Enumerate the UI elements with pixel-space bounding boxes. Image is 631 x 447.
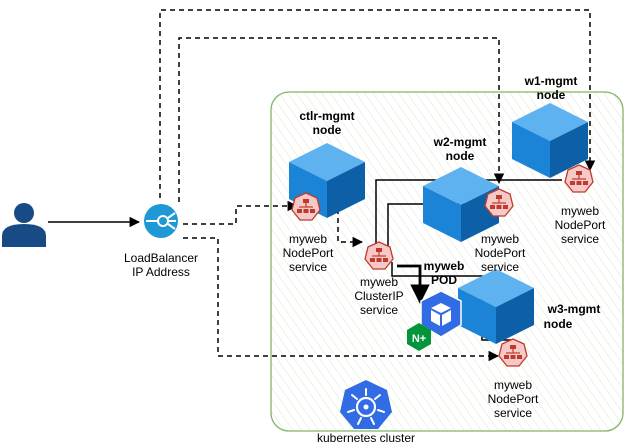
clusterip-service-icon [364, 241, 394, 270]
lb-to-w2-nodeport-line [178, 37, 505, 202]
w3-nodeport-label-line2: NodePort [488, 392, 539, 406]
w2-nodeport-label-line3: service [481, 260, 519, 274]
ctlr-nodeport-service-icon [291, 192, 321, 221]
w1-node-cube-icon [512, 103, 588, 178]
pod-label-line2: POD [431, 273, 457, 287]
lb-to-w3-nodeport-line [183, 237, 500, 362]
clusterip-to-pod-arrow [397, 264, 430, 304]
ctlr-nodeport-label-line3: service [289, 260, 327, 274]
ctlr-node-label-line2: node [313, 123, 342, 137]
kubernetes-helm-icon [340, 380, 392, 429]
connections [48, 9, 596, 362]
w1-nodeport-to-clusterip-line [375, 179, 562, 246]
w2-nodeport-label-line2: NodePort [475, 246, 526, 260]
ctlr-nodeport-label-line2: NodePort [283, 246, 334, 260]
clusterip-label-line2: ClusterIP [354, 289, 403, 303]
w3-nodeport-label-line1: myweb [494, 378, 532, 392]
pod-icon [420, 290, 462, 338]
pod-label-line1: myweb [424, 259, 465, 273]
w1-node-label-line2: node [537, 88, 566, 102]
w3-node-label-line2: node [544, 317, 573, 331]
nginx-badge-text: N+ [412, 333, 426, 345]
cluster-label: kubernetes cluster [317, 431, 415, 445]
w3-nodeport-label-line3: service [494, 406, 532, 420]
user-icon [2, 203, 46, 247]
w3-node-cube-icon [458, 269, 534, 344]
load-balancer-icon [144, 204, 178, 238]
w2-node-label-line2: node [446, 149, 475, 163]
w1-nodeport-label-line1: myweb [561, 204, 599, 218]
w3-nodeport-service-icon [498, 338, 528, 367]
w3-node-label-line1: w3-mgmt [547, 302, 601, 316]
nginx-icon: N+ [407, 323, 431, 351]
ctlr-node-label-line1: ctlr-mgmt [299, 109, 354, 123]
lb-to-w1-nodeport-line [159, 9, 596, 198]
w2-nodeport-label-line1: myweb [481, 232, 519, 246]
w1-nodeport-label-line3: service [561, 232, 599, 246]
clusterip-label-line1: myweb [360, 275, 398, 289]
w2-node-label-line1: w2-mgmt [433, 135, 487, 149]
lb-to-ctlr-nodeport-line [183, 200, 299, 225]
w2-nodeport-service-icon [484, 188, 514, 217]
ctlr-nodeport-label-line1: myweb [289, 232, 327, 246]
w1-nodeport-label-line2: NodePort [555, 218, 606, 232]
lb-label-line1: LoadBalancer [124, 251, 198, 265]
clusterip-label-line3: service [360, 303, 398, 317]
w1-nodeport-service-icon [564, 164, 594, 193]
w1-node-label-line1: w1-mgmt [524, 74, 578, 88]
lb-label-line2: IP Address [132, 265, 190, 279]
